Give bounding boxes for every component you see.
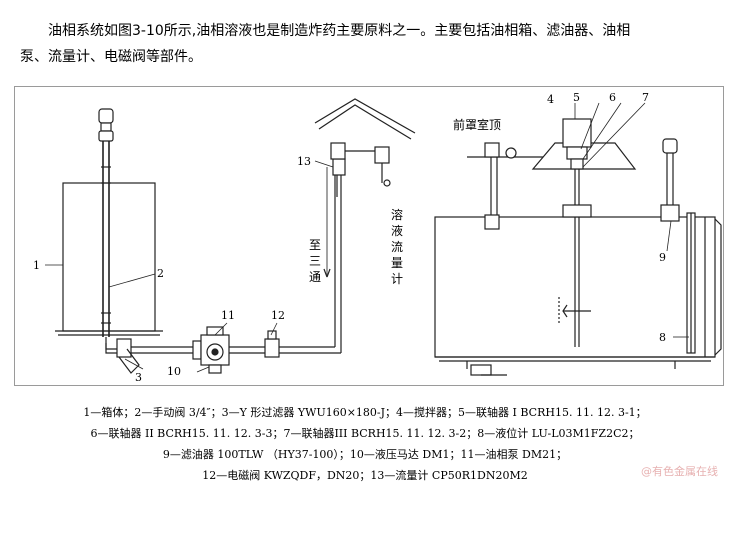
label-to-tee-1: 至 [309, 238, 321, 252]
label-flowmeter-2: 液 [391, 223, 403, 238]
oil-tank-right [434, 216, 722, 376]
label-flowmeter-1: 溶 [391, 207, 403, 222]
outlet-piping [105, 158, 346, 374]
diagram-drawing: 1 2 3 4 5 6 7 8 9 10 11 12 13 前罩室顶 至 三 通… [33, 91, 722, 384]
label-flowmeter-4: 量 [391, 256, 403, 270]
label-8: 8 [659, 331, 666, 344]
watermark: @有色金属在线 [641, 465, 718, 478]
label-2: 2 [157, 267, 164, 280]
caption-line-4: 12—电磁阀 KWZQDF，DN20；13—流量计 CP50R1DN20M2 [202, 469, 528, 482]
label-6: 6 [609, 91, 616, 104]
label-11: 11 [221, 309, 235, 322]
flowmeter-assembly [314, 98, 416, 278]
label-to-tee-2: 三 [309, 254, 321, 268]
label-front-room-top: 前罩室顶 [453, 117, 501, 132]
oil-filter [660, 138, 680, 222]
label-to-tee-3: 通 [309, 270, 321, 284]
caption-line-1: 1—箱体；2—手动阀 3/4″；3—Y 形过滤器 YWU160×180-J；4—… [83, 406, 647, 419]
label-1: 1 [33, 259, 40, 272]
label-4: 4 [547, 93, 554, 106]
label-flowmeter-5: 计 [391, 272, 403, 286]
stirrer-assembly [531, 118, 637, 347]
label-flowmeter-3: 流 [391, 240, 403, 254]
intro-paragraph: 油相系统如图3-10所示,油相溶液也是制造炸药主要原料之一。主要包括油相箱、滤油… [20, 18, 720, 70]
label-5: 5 [573, 91, 580, 104]
figure-caption: 1—箱体；2—手动阀 3/4″；3—Y 形过滤器 YWU160×180-J；4—… [0, 402, 730, 486]
intro-line-1: 油相系统如图3-10所示,油相溶液也是制造炸药主要原料之一。主要包括油相箱、滤油… [20, 18, 720, 44]
caption-line-3: 9—滤油器 100TLW （HY37-100）；10—液压马达 DM1；11—油… [162, 448, 568, 461]
front-room-top [467, 142, 575, 230]
caption-line-2: 6—联轴器 II BCRH15. 11. 12. 3-3；7—联轴器III BC… [90, 427, 640, 440]
intro-text-1: 油相系统如图3-10所示,油相溶液也是制造炸药主要原料之一。主要包括油相箱、滤油… [48, 23, 631, 39]
oil-phase-system-diagram: 1 2 3 4 5 6 7 8 9 10 11 12 13 前罩室顶 至 三 通… [14, 86, 724, 386]
diagram-labels [45, 102, 689, 373]
label-9: 9 [659, 251, 666, 264]
level-gauge [686, 212, 696, 354]
label-3: 3 [135, 371, 142, 384]
intro-line-2: 泵、流量计、电磁阀等部件。 [20, 49, 202, 65]
label-7: 7 [642, 91, 649, 104]
label-10: 10 [167, 365, 181, 378]
label-12: 12 [271, 309, 285, 322]
manual-valve-pipe [98, 108, 114, 337]
label-13: 13 [297, 155, 311, 168]
